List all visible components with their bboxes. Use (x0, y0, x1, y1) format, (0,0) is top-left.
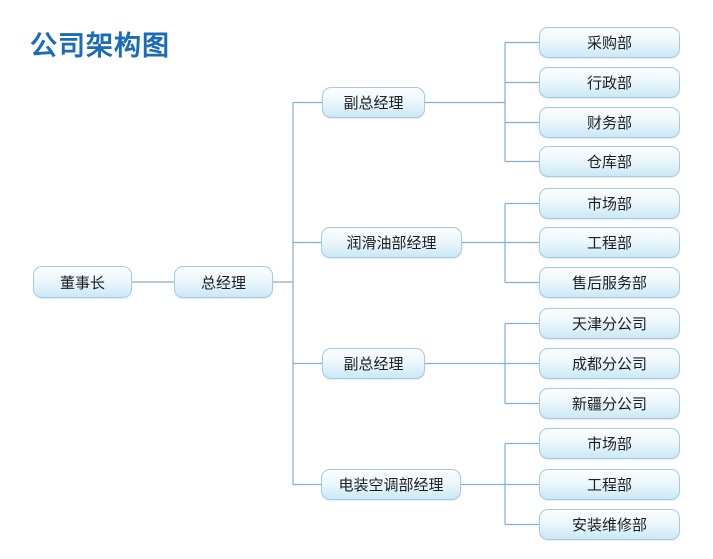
org-node-chengdu-branch[interactable]: 成都分公司 (539, 348, 680, 379)
org-node-engineering-dept-2[interactable]: 工程部 (539, 469, 680, 500)
org-node-tianjin-branch[interactable]: 天津分公司 (539, 308, 680, 339)
org-node-engineering-dept-1[interactable]: 工程部 (539, 227, 680, 258)
org-node-xinjiang-branch[interactable]: 新疆分公司 (539, 388, 680, 419)
org-node-marketing-dept-1[interactable]: 市场部 (539, 188, 680, 219)
org-node-deputy-gm-2[interactable]: 副总经理 (322, 348, 425, 379)
org-node-deputy-gm-1[interactable]: 副总经理 (322, 87, 425, 118)
org-node-admin-dept[interactable]: 行政部 (539, 67, 680, 98)
org-node-marketing-dept-2[interactable]: 市场部 (539, 428, 680, 459)
org-node-denso-ac-dept-manager[interactable]: 电装空调部经理 (321, 469, 461, 500)
org-node-lubricant-dept-manager[interactable]: 润滑油部经理 (321, 227, 462, 258)
org-node-warehouse-dept[interactable]: 仓库部 (539, 146, 680, 177)
org-node-finance-dept[interactable]: 财务部 (539, 107, 680, 138)
org-node-purchasing-dept[interactable]: 采购部 (539, 27, 680, 58)
org-node-chairman[interactable]: 董事长 (33, 266, 132, 298)
org-node-general-manager[interactable]: 总经理 (174, 266, 273, 298)
org-node-after-sales-dept[interactable]: 售后服务部 (539, 267, 680, 298)
page-title: 公司架构图 (30, 31, 170, 61)
org-node-install-maintenance-dept[interactable]: 安装维修部 (539, 509, 680, 540)
